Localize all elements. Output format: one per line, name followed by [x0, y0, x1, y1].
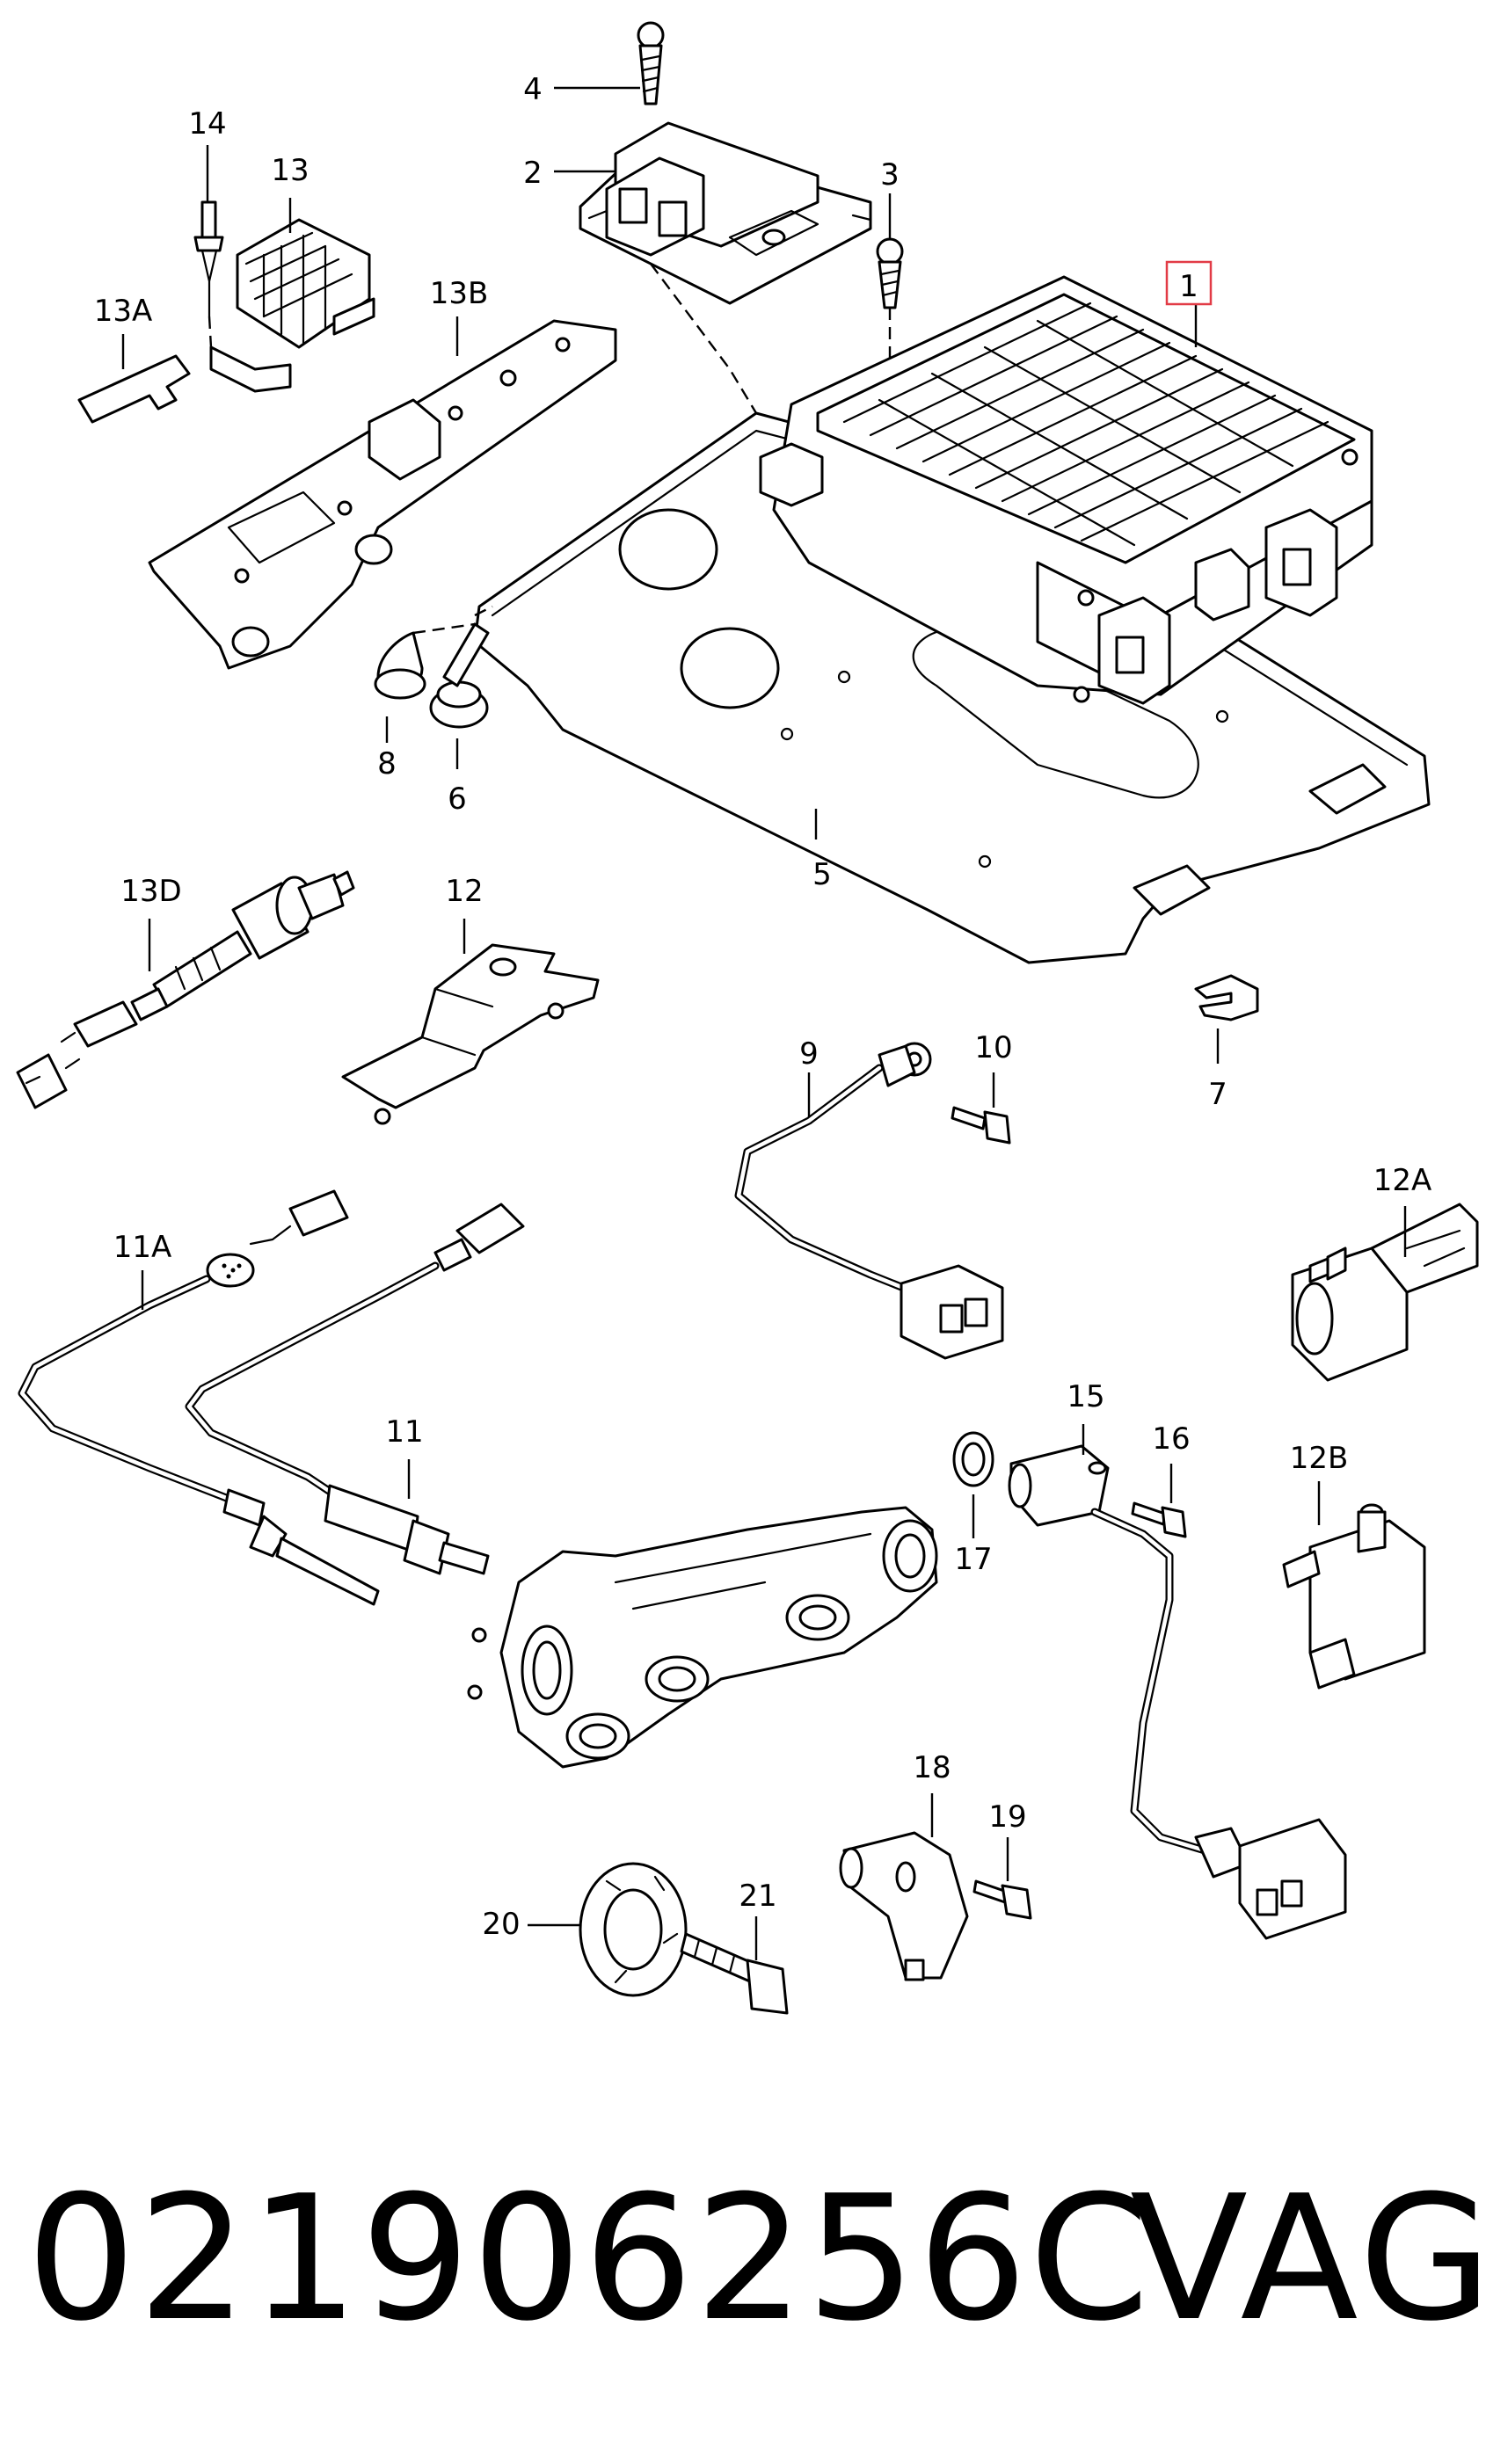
callout-1: 1 — [1179, 269, 1198, 304]
callout-16: 16 — [1152, 1421, 1190, 1457]
part-12a-valve — [1291, 1203, 1479, 1382]
callout-20: 20 — [482, 1907, 520, 1942]
part-number: 021906256C — [26, 2159, 1152, 2359]
part-13a-strip — [77, 354, 191, 424]
part-2-control-module — [579, 121, 872, 305]
callout-13a: 13A — [94, 294, 153, 329]
exhaust-manifold — [467, 1506, 938, 1769]
callout-21: 21 — [739, 1879, 776, 1914]
part-6-grommet — [429, 622, 490, 729]
part-4-screw — [637, 21, 665, 105]
callout-11: 11 — [385, 1414, 423, 1450]
leader-lines — [121, 86, 1407, 1960]
callout-13: 13 — [271, 153, 309, 188]
callout-9: 9 — [799, 1036, 819, 1072]
callout-18: 18 — [913, 1750, 951, 1785]
callout-8: 8 — [377, 746, 397, 781]
callout-5: 5 — [812, 857, 832, 892]
part-8-cap — [374, 622, 476, 700]
part-13d-sensor — [16, 870, 355, 1109]
part-1-ecu — [759, 275, 1373, 705]
part-20-wheel — [579, 1862, 688, 1997]
callout-6: 6 — [448, 781, 467, 817]
callout-11a: 11A — [113, 1230, 172, 1265]
callout-7: 7 — [1208, 1077, 1227, 1112]
part-11a-sensor — [18, 1189, 380, 1606]
assembly-line — [650, 263, 758, 414]
part-3-screw — [876, 237, 904, 309]
parts-diagram: 1 2 3 4 5 6 7 8 9 10 11 11A 12 12A 12B 1… — [16, 21, 1479, 2015]
callout-17: 17 — [954, 1542, 992, 1577]
part-21-bolt — [680, 1932, 789, 2015]
part-17-o-ring — [952, 1431, 994, 1487]
callout-3: 3 — [880, 157, 900, 193]
callout-10: 10 — [974, 1030, 1012, 1065]
callout-19: 19 — [988, 1799, 1026, 1835]
callout-12: 12 — [445, 874, 483, 909]
part-13-connector — [209, 218, 375, 393]
callout-13d: 13D — [120, 874, 181, 909]
assembly-line — [474, 605, 493, 617]
part-12b-valve — [1282, 1503, 1426, 1690]
callout-12a: 12A — [1373, 1163, 1432, 1198]
part-12-bracket — [341, 943, 600, 1125]
callout-15: 15 — [1067, 1379, 1104, 1414]
part-10-bolt — [951, 1106, 1011, 1145]
part-14-pin — [193, 200, 224, 348]
part-15-sensor — [1008, 1444, 1347, 1940]
footer: 021906256C VAG — [26, 2154, 1486, 2365]
brand-name: VAG — [1130, 2159, 1486, 2359]
callout-2: 2 — [523, 156, 543, 191]
part-18-sensor — [839, 1831, 969, 1981]
part-11-sensor — [185, 1203, 525, 1575]
callout-12b: 12B — [1290, 1441, 1349, 1476]
part-16-bolt — [1131, 1501, 1187, 1538]
callout-4: 4 — [523, 72, 543, 107]
part-7-clip — [1194, 974, 1259, 1021]
part-19-bolt — [972, 1879, 1032, 1920]
part-9-sensor — [734, 1042, 1004, 1360]
callout-labels: 1 2 3 4 5 6 7 8 9 10 11 11A 12 12A 12B 1… — [94, 72, 1432, 1942]
callout-13b: 13B — [430, 276, 489, 311]
part-13b-bracket — [148, 319, 617, 670]
highlight-box — [1165, 260, 1213, 306]
callout-14: 14 — [188, 106, 226, 142]
